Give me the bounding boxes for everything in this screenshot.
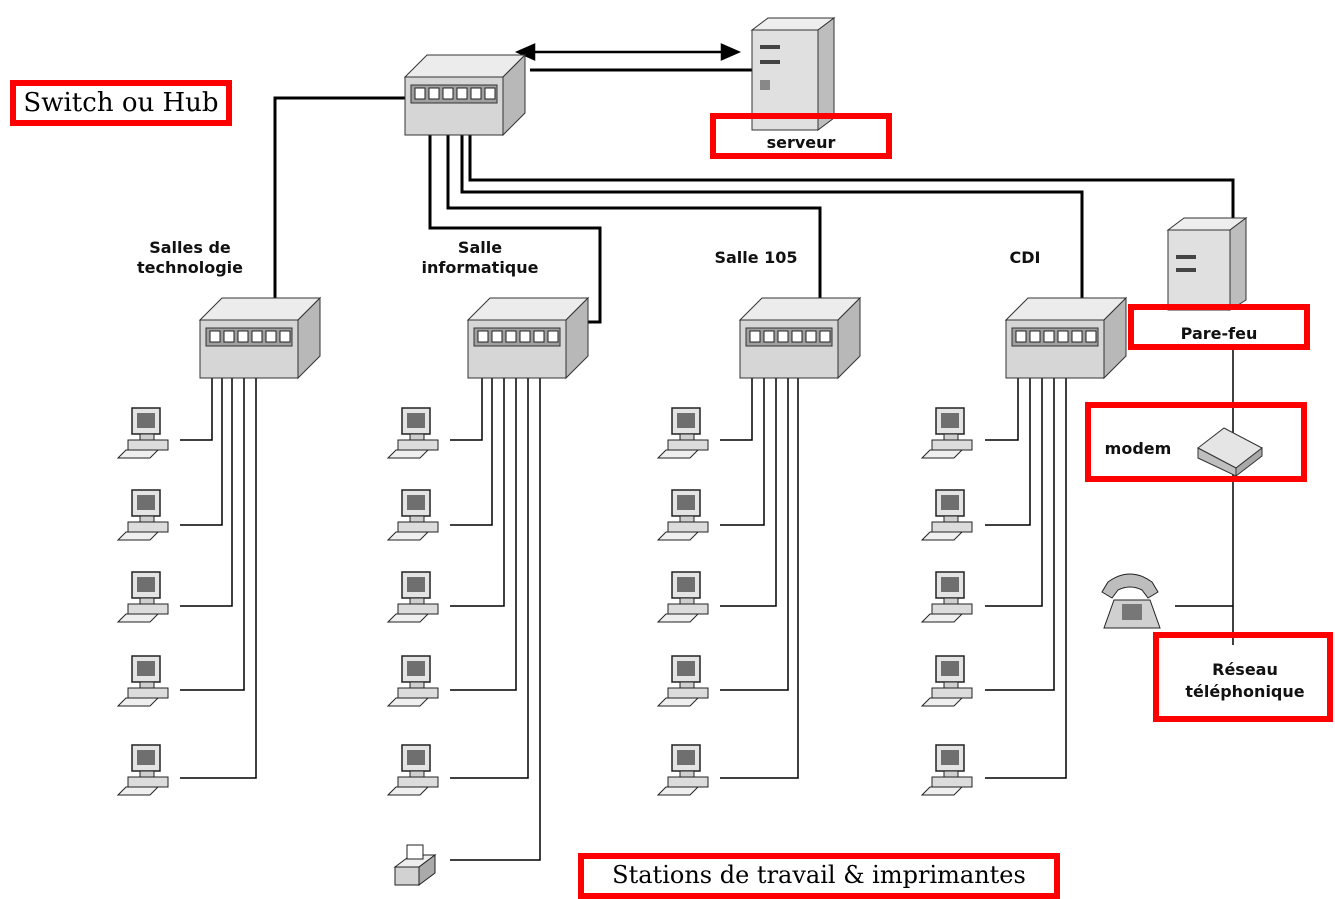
- switch-icon: [739, 297, 861, 379]
- switch-ou-hub-box: [10, 80, 232, 126]
- salles-technologie-line1: Salles de: [149, 238, 231, 257]
- pare-feu-box: [1128, 304, 1310, 350]
- printer-icon: [393, 844, 437, 886]
- reseau-telephonique-line1: Réseau: [1212, 660, 1278, 679]
- salle-informatique-line1: Salle: [457, 238, 503, 257]
- switch-ou-hub-label: Switch ou Hub: [23, 88, 219, 118]
- computer-icon: [117, 407, 973, 796]
- stations-label: Stations de travail & imprimantes: [612, 861, 1026, 889]
- switch-icon: [1005, 297, 1127, 379]
- reseau-box: [1153, 632, 1333, 722]
- switch-icon: [467, 297, 589, 379]
- modem-label: modem: [1104, 439, 1172, 458]
- pare-feu-label: Pare-feu: [1180, 324, 1258, 343]
- modem-box: [1085, 402, 1307, 482]
- salle-informatique-line2: informatique: [421, 258, 539, 277]
- modem-icon: [1197, 427, 1263, 478]
- salle-105-label: Salle 105: [714, 248, 798, 267]
- firewall-server-icon: [1166, 217, 1248, 311]
- serveur-label: serveur: [766, 133, 836, 152]
- reseau-telephonique-line2: téléphonique: [1185, 682, 1305, 701]
- serveur-box: [710, 113, 892, 159]
- salles-technologie-line2: technologie: [136, 258, 244, 277]
- main-switch-icon: [404, 54, 526, 136]
- switch-icon: [199, 297, 321, 379]
- cdi-label: CDI: [1009, 248, 1041, 267]
- telephone-icon: [1101, 573, 1161, 629]
